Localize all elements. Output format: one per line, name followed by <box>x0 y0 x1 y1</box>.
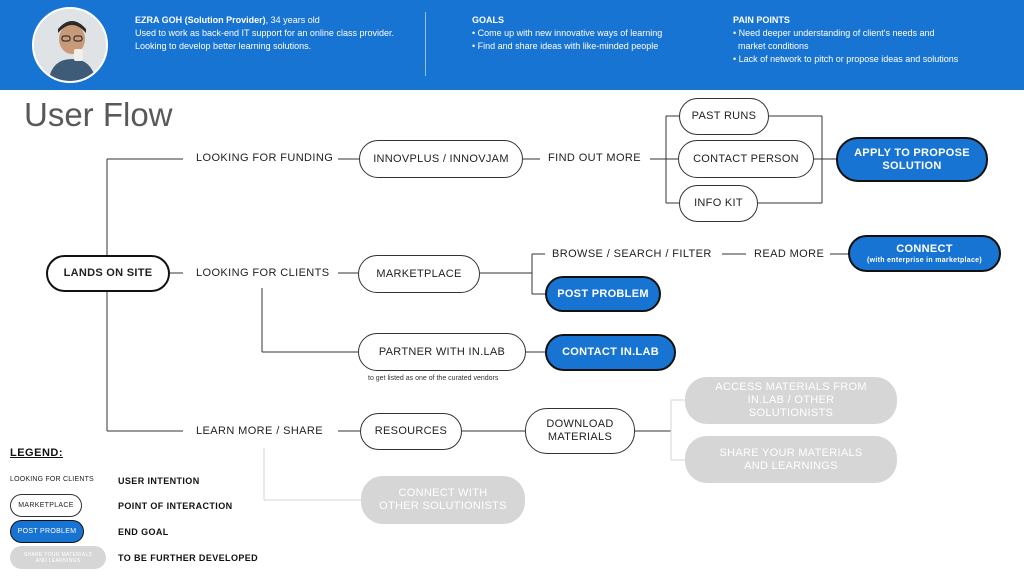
node-innovplus-innovjam: INNOVPLUS / INNOVJAM <box>359 140 523 178</box>
pain-item: • Need deeper understanding of client's … <box>733 28 935 38</box>
future-access-materials: ACCESS MATERIALS FROM IN.LAB / OTHER SOL… <box>685 377 897 424</box>
goal-post-problem: POST PROBLEM <box>545 276 661 312</box>
label-browse-search-filter: BROWSE / SEARCH / FILTER <box>552 248 712 260</box>
pain-points-title: PAIN POINTS <box>733 15 790 25</box>
future-connect-solutionists: CONNECT WITH OTHER SOLUTIONISTS <box>361 476 525 524</box>
node-past-runs: PAST RUNS <box>679 98 769 135</box>
pain-item: • Lack of network to pitch or propose id… <box>733 54 959 64</box>
node-resources: RESOURCES <box>360 413 462 450</box>
intention-funding: LOOKING FOR FUNDING <box>196 152 334 164</box>
label-read-more: READ MORE <box>754 248 825 260</box>
legend-to-be-developed: TO BE FURTHER DEVELOPED <box>118 553 259 563</box>
connect-label: CONNECT <box>896 242 953 255</box>
header-divider <box>425 12 426 76</box>
intention-learn: LEARN MORE / SHARE <box>196 425 324 437</box>
intention-clients: LOOKING FOR CLIENTS <box>196 267 330 279</box>
persona-bio: Used to work as back-end IT support for … <box>135 28 394 51</box>
future-share-materials: SHARE YOUR MATERIALS AND LEARNINGS <box>685 436 897 483</box>
legend-title: LEGEND: <box>10 447 63 459</box>
connect-sublabel: (with enterprise in marketplace) <box>866 256 983 264</box>
node-lands-on-site: LANDS ON SITE <box>46 255 170 292</box>
goal-connect: CONNECT (with enterprise in marketplace) <box>848 235 1001 272</box>
goal-contact-inlab: CONTACT IN.LAB <box>545 334 676 371</box>
page-title: User Flow <box>24 96 173 133</box>
legend-end-goal: END GOAL <box>118 527 169 537</box>
legend-user-intention: USER INTENTION <box>118 476 200 486</box>
legend-sample-future: SHARE YOUR MATERIALS AND LEARNINGS <box>10 546 106 569</box>
goal-apply-to-propose: APPLY TO PROPOSE SOLUTION <box>836 137 988 182</box>
node-marketplace: MARKETPLACE <box>358 255 480 293</box>
node-partner-with-inlab: PARTNER WITH IN.LAB <box>358 333 526 371</box>
persona-header: EZRA GOH (Solution Provider), 34 years o… <box>0 0 1024 90</box>
label-find-out-more: FIND OUT MORE <box>548 152 641 164</box>
pain-points-section: PAIN POINTS • Need deeper understanding … <box>733 14 958 66</box>
legend-sample-interaction: MARKETPLACE <box>10 494 82 517</box>
persona-age: , 34 years old <box>265 15 320 25</box>
goal-item: • Find and share ideas with like-minded … <box>472 41 659 51</box>
node-contact-person: CONTACT PERSON <box>678 140 814 178</box>
persona-avatar <box>32 7 108 83</box>
legend-point-of-interaction: POINT OF INTERACTION <box>118 501 233 511</box>
persona-summary: EZRA GOH (Solution Provider), 34 years o… <box>135 14 405 53</box>
partner-note: to get listed as one of the curated vend… <box>368 375 499 382</box>
pain-item: market conditions <box>733 41 809 51</box>
node-download-materials: DOWNLOAD MATERIALS <box>525 408 635 454</box>
goal-item: • Come up with new innovative ways of le… <box>472 28 663 38</box>
legend-sample-intention: LOOKING FOR CLIENTS <box>10 476 94 483</box>
goals-section: GOALS • Come up with new innovative ways… <box>472 14 662 53</box>
legend-sample-goal: POST PROBLEM <box>10 520 84 543</box>
avatar-photo-icon <box>34 9 106 81</box>
persona-name: EZRA GOH (Solution Provider) <box>135 15 266 25</box>
goals-title: GOALS <box>472 15 505 25</box>
node-info-kit: INFO KIT <box>679 185 758 222</box>
